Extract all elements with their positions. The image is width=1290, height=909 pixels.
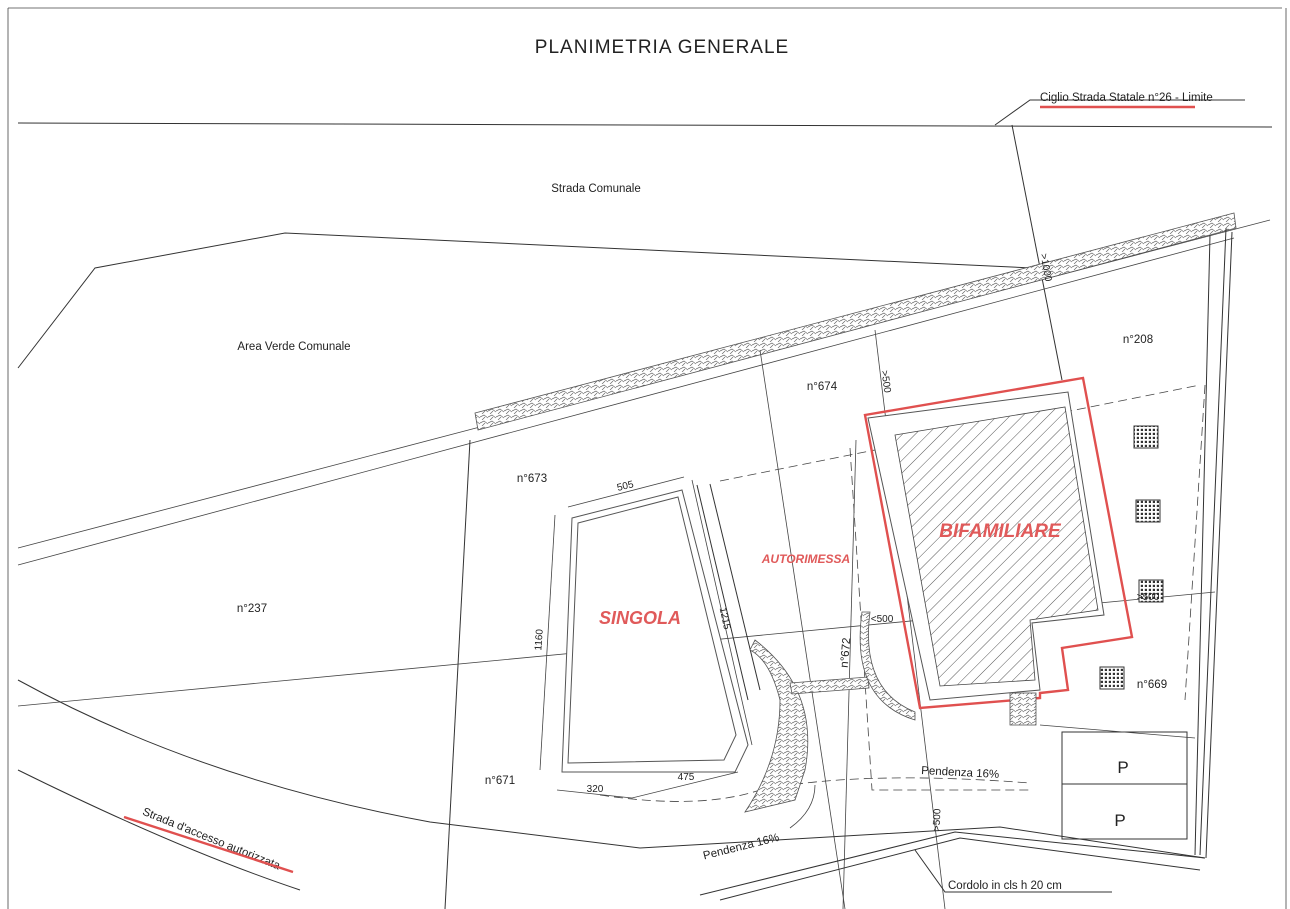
dim-line-505 [567, 476, 685, 508]
bifamiliare-label: BIFAMILIARE [939, 521, 1062, 542]
right-dashed-edge [1184, 384, 1206, 701]
bifamiliare-hatched-footprint [894, 406, 1099, 687]
strada-statale-limit-line [17, 122, 1273, 128]
dim-1000: >1000 [1038, 253, 1054, 283]
entrance-steps [1009, 692, 1037, 726]
pendenza-label-1: Pendenza 16% [921, 765, 1000, 781]
strada-accesso-underline [123, 815, 294, 874]
dim-500-top: >500 [878, 370, 892, 394]
dashed-inner [849, 447, 1030, 791]
parcel-669: n°669 [1137, 679, 1167, 691]
parcel-237: n°237 [237, 603, 267, 615]
dim-475: 475 [678, 772, 695, 783]
parcel-673: n°673 [517, 473, 547, 485]
cordolo-leader [914, 849, 1112, 893]
dim-1215: 1215 [717, 606, 732, 630]
right-boundary-2 [1205, 231, 1233, 859]
dim-1160: 1160 [533, 628, 546, 651]
lower-boundary-curve [17, 679, 1206, 859]
parking-space-2 [1061, 783, 1188, 840]
parking-label-1: P [1117, 758, 1128, 777]
dim-500-bottom: >500 [932, 808, 944, 831]
grate-4 [1099, 666, 1125, 690]
area-verde-label: Area Verde Comunale [237, 341, 350, 353]
cordolo-label: Cordolo in cls h 20 cm [948, 880, 1062, 892]
lot-line-673 [444, 439, 471, 909]
right-boundary-3 [1194, 234, 1211, 856]
driveway-curb [789, 676, 870, 695]
dim-505: 505 [616, 479, 635, 494]
cordolo-edge [699, 831, 1206, 896]
dim-line-1160 [539, 514, 556, 771]
singola-inner [567, 496, 737, 764]
dim-line-320 [556, 789, 633, 799]
stone-wall [474, 212, 1237, 431]
drawing-title: PLANIMETRIA GENERALE [535, 37, 789, 58]
parcel-672: n°672 [839, 637, 854, 668]
autorimessa-wall-b [709, 483, 761, 691]
dim-line-475 [631, 771, 739, 799]
limit-line-1000 [1011, 124, 1063, 381]
pendenza-arrow [789, 784, 816, 829]
parcel-674: n°674 [807, 381, 838, 393]
cordolo-edge-2 [719, 837, 1201, 901]
dim-line-1215 [691, 479, 753, 746]
driveway-curve-right [859, 611, 916, 721]
parcel-671: n°671 [485, 775, 515, 787]
lot-line-672 [759, 349, 846, 909]
grate-3 [1138, 579, 1164, 603]
pendenza-label-2: Pendenza 16% [702, 832, 781, 863]
parcel-208: n°208 [1123, 334, 1153, 346]
autorimessa-wall-a [696, 484, 749, 701]
parking-top-line [1039, 724, 1196, 739]
access-road-edge [17, 769, 301, 891]
dim-320: 320 [587, 784, 604, 795]
right-boundary-1 [1199, 227, 1227, 856]
area-verde-boundary [17, 232, 1033, 369]
lot-line-mid [842, 439, 857, 909]
strada-comunale-label: Strada Comunale [551, 183, 641, 195]
ciglio-label: Ciglio Strada Statale n°26 - Limite [1040, 92, 1213, 104]
boundary-line-lower [17, 237, 1235, 566]
dim-500-center: <500 [871, 614, 894, 625]
singola-label: SINGOLA [599, 608, 681, 628]
autorimessa-label: AUTORIMESSA [761, 552, 850, 566]
dim-500-right: >500 [1137, 592, 1160, 603]
grate-1 [1133, 425, 1159, 449]
ciglio-leader [994, 99, 1245, 126]
grate-2 [1135, 499, 1161, 523]
bifamiliare-red-outline [863, 376, 1134, 710]
parking-label-2: P [1114, 811, 1125, 830]
